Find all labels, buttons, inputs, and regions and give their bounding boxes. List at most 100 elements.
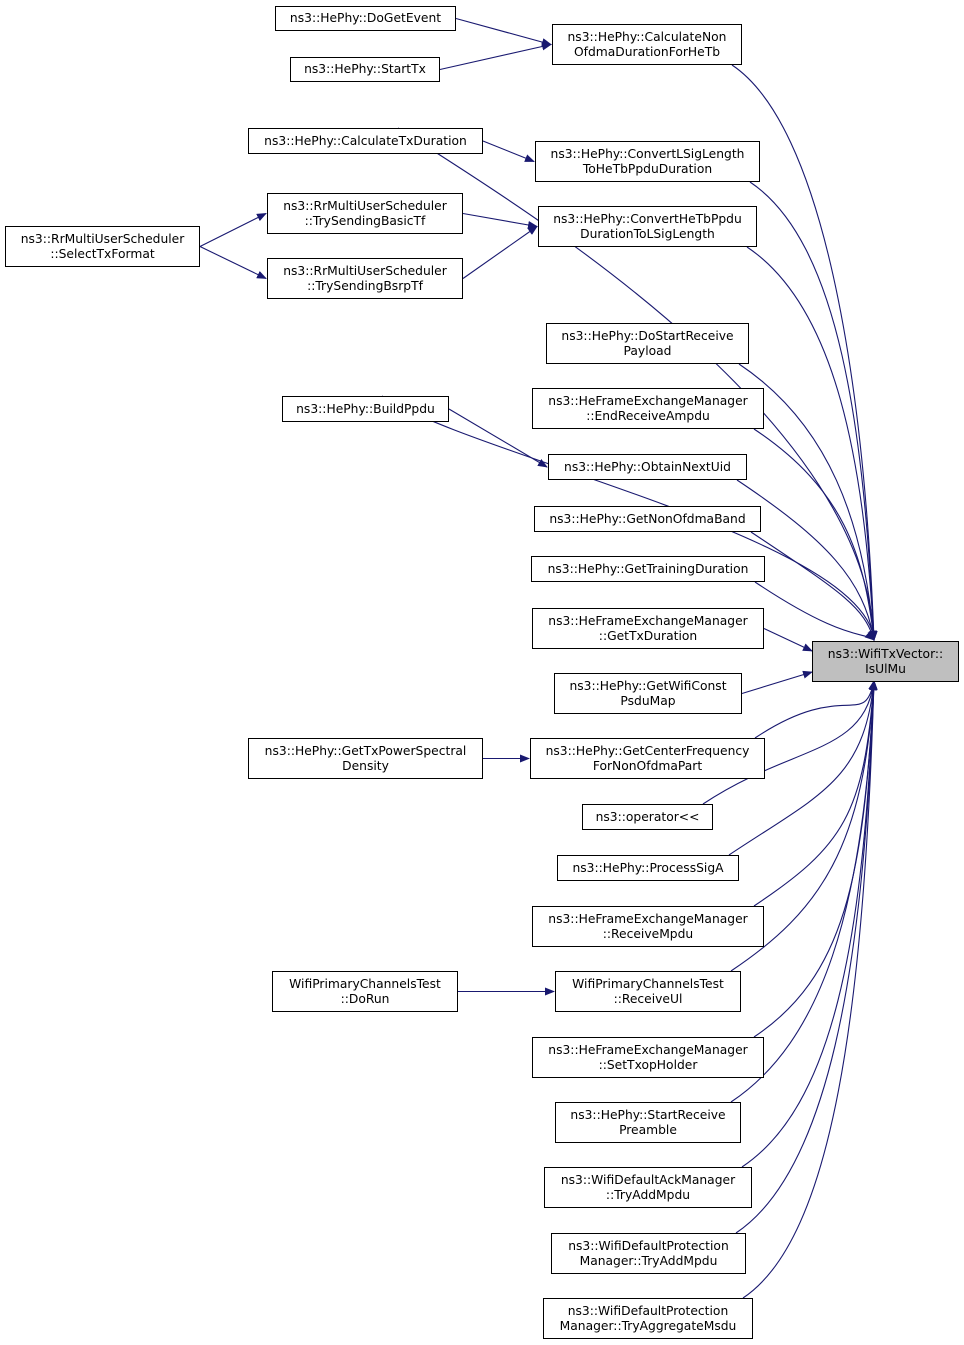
- node-start-tx[interactable]: ns3::HePhy::StartTx: [290, 57, 440, 82]
- node-label-line: ns3::HePhy::GetTrainingDuration: [547, 561, 749, 576]
- node-label-line: ForNonOfdmaPart: [592, 758, 703, 773]
- edge-receivempdu-to-isulmu: [753, 680, 878, 907]
- node-calculate-tx-duration[interactable]: ns3::HePhy::CalculateTxDuration: [248, 128, 483, 154]
- node-label-line: ns3::HePhy::GetWifiConst: [569, 678, 727, 693]
- node-label-line: ns3::HePhy::GetTxPowerSpectral: [264, 743, 467, 758]
- edge-receiveul-to-isulmu: [730, 680, 878, 972]
- node-label-line: ns3::WifiDefaultProtection: [567, 1303, 729, 1318]
- node-build-ppdu[interactable]: ns3::HePhy::BuildPpdu: [282, 396, 449, 422]
- node-label-line: Density: [342, 758, 389, 773]
- edge-selecttxformat-to-trybsrptf: [199, 246, 267, 279]
- node-label-line: WifiPrimaryChannelsTest: [572, 976, 724, 991]
- node-label-line: ns3::HeFrameExchangeManager: [548, 1042, 748, 1057]
- node-end-receive-ampdu[interactable]: ns3::HeFrameExchangeManager::EndReceiveA…: [532, 388, 764, 429]
- node-try-sending-basic-tf[interactable]: ns3::RrMultiUserScheduler::TrySendingBas…: [267, 193, 463, 234]
- edge-gettxduration-to-isulmu: [763, 628, 813, 652]
- node-label-line: ns3::HePhy::DoGetEvent: [289, 11, 442, 25]
- node-get-non-ofdma-band[interactable]: ns3::HePhy::GetNonOfdmaBand: [534, 506, 761, 532]
- node-label-line: ::SetTxopHolder: [598, 1057, 698, 1072]
- node-label-line: ::EndReceiveAmpdu: [586, 408, 710, 423]
- node-label-line: ns3::HePhy::GetNonOfdmaBand: [549, 511, 746, 526]
- node-wifitxvector-isulmu: ns3::WifiTxVector::IsUlMu: [812, 641, 959, 682]
- node-label-line: ns3::WifiTxVector::: [827, 646, 944, 661]
- edge-calctxduration-to-convertlsig: [482, 140, 535, 163]
- node-label-line: ns3::operator<<: [595, 809, 700, 824]
- node-set-txop-holder[interactable]: ns3::HeFrameExchangeManager::SetTxopHold…: [532, 1037, 764, 1078]
- edge-trybsrptf-to-convertheTb: [462, 225, 538, 279]
- edge-calctxduration-to-isulmu: [397, 127, 878, 641]
- node-label-line: Payload: [623, 343, 672, 358]
- edge-ackmanager-to-isulmu: [741, 680, 878, 1168]
- node-try-sending-bsrp-tf[interactable]: ns3::RrMultiUserScheduler::TrySendingBsr…: [267, 258, 463, 299]
- edge-starttx-to-calcnonofdma: [439, 42, 552, 71]
- edge-endreceiveampdu-to-isulmu: [753, 428, 877, 641]
- node-label-line: ns3::HeFrameExchangeManager: [548, 393, 748, 408]
- node-label-line: ns3::HePhy::StartReceive: [570, 1107, 726, 1122]
- node-label-line: ns3::HeFrameExchangeManager: [548, 911, 748, 926]
- node-receive-mpdu[interactable]: ns3::HeFrameExchangeManager::ReceiveMpdu: [532, 906, 764, 947]
- edge-selecttxformat-to-trybasictf: [199, 213, 267, 247]
- edge-gettrainingduration-to-isulmu: [754, 581, 875, 641]
- edge-dostartreceive-to-isulmu: [738, 363, 878, 641]
- node-label-line: ns3::HePhy::ConvertHeTbPpdu: [553, 211, 742, 226]
- edge-getcenterfreq-to-isulmu: [754, 680, 877, 739]
- node-select-tx-format[interactable]: ns3::RrMultiUserScheduler::SelectTxForma…: [5, 226, 200, 267]
- node-ack-manager-try-add-mpdu[interactable]: ns3::WifiDefaultAckManager::TryAddMpdu: [544, 1167, 752, 1208]
- node-label-line: OfdmaDurationForHeTb: [573, 44, 721, 59]
- edge-buildppdu-to-isulmu: [381, 395, 878, 641]
- edge-obtainnextuid-to-isulmu: [736, 479, 877, 641]
- node-label-line: DurationToLSigLength: [580, 226, 715, 241]
- node-label-line: ::TrySendingBasicTf: [304, 213, 426, 228]
- node-do-run[interactable]: WifiPrimaryChannelsTest::DoRun: [272, 971, 458, 1012]
- node-label-line: ns3::HePhy::ConvertLSigLength: [550, 146, 745, 161]
- node-label-line: Manager::TryAggregateMsdu: [559, 1318, 737, 1333]
- node-label-line: ns3::WifiDefaultProtection: [568, 1238, 729, 1253]
- node-obtain-next-uid[interactable]: ns3::HePhy::ObtainNextUid: [548, 454, 747, 480]
- node-label-line: ns3::WifiDefaultAckManager: [560, 1172, 736, 1187]
- node-label-line: ns3::HePhy::StartTx: [304, 62, 426, 76]
- edge-getwificonst-to-isulmu: [741, 670, 813, 695]
- edge-processsiga-to-isulmu: [728, 680, 878, 856]
- edge-layer: [199, 17, 878, 1299]
- node-label-line: ::TrySendingBsrpTf: [307, 278, 423, 293]
- node-label-line: ns3::HePhy::BuildPpdu: [296, 401, 435, 416]
- node-label-line: ns3::HePhy::ObtainNextUid: [564, 459, 731, 474]
- edge-startreceivepreamble-to-isulmu: [730, 680, 878, 1103]
- edge-trybasictf-to-convertheTb: [462, 212, 538, 229]
- node-label-line: Manager::TryAddMpdu: [579, 1253, 718, 1268]
- node-label-line: ToHeTbPpduDuration: [582, 161, 713, 176]
- node-label-line: ns3::RrMultiUserScheduler: [20, 231, 185, 246]
- edge-protectionaggmsdu-to-isulmu: [742, 680, 878, 1299]
- node-operator-stream[interactable]: ns3::operator<<: [582, 804, 713, 830]
- node-label-line: ns3::HePhy::ProcessSigA: [572, 860, 724, 875]
- node-get-tx-duration[interactable]: ns3::HeFrameExchangeManager::GetTxDurati…: [532, 608, 764, 649]
- node-label-line: ns3::HePhy::CalculateNon: [567, 29, 727, 44]
- node-get-training-duration[interactable]: ns3::HePhy::GetTrainingDuration: [531, 556, 765, 582]
- edge-getnonofdmaband-to-isulmu: [750, 531, 876, 641]
- node-do-get-event[interactable]: ns3::HePhy::DoGetEvent: [275, 6, 456, 31]
- node-process-sig-a[interactable]: ns3::HePhy::ProcessSigA: [557, 855, 739, 881]
- edge-convertheTb-to-isulmu: [746, 246, 878, 641]
- node-receive-ul[interactable]: WifiPrimaryChannelsTest::ReceiveUl: [555, 971, 741, 1012]
- node-label-line: WifiPrimaryChannelsTest: [289, 976, 441, 991]
- node-label-line: PsduMap: [620, 693, 676, 708]
- node-label-line: ::SelectTxFormat: [50, 246, 155, 261]
- node-label-line: ::GetTxDuration: [598, 628, 698, 643]
- edge-operator-to-isulmu: [702, 680, 877, 805]
- edge-buildppdu-to-obtainnextuid: [448, 408, 548, 468]
- edge-dogetevent-to-calcnonofdma: [455, 17, 552, 46]
- node-label-line: ns3::HePhy::GetCenterFrequency: [545, 743, 750, 758]
- node-label-line: ns3::HeFrameExchangeManager: [548, 613, 748, 628]
- node-label-line: ns3::HePhy::CalculateTxDuration: [264, 133, 467, 148]
